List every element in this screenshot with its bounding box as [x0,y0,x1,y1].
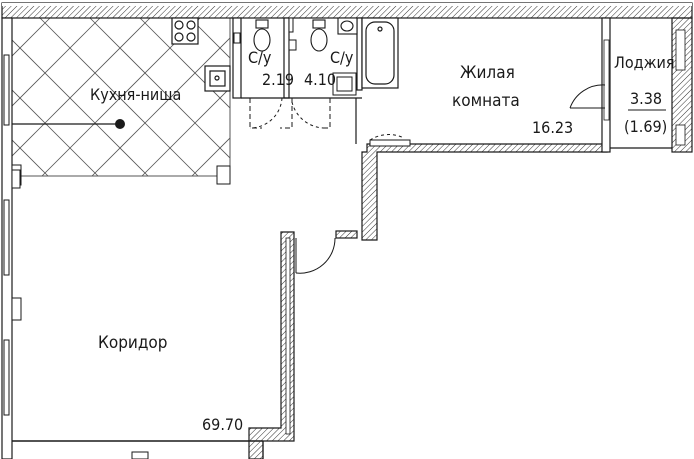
pipe-icon [233,17,297,51]
toilet-icon [253,19,271,52]
wc1-area: 2.19 [262,70,294,89]
toilet-icon [310,19,328,52]
exterior-wall-left [1,17,22,459]
loggia-wall [601,17,693,153]
exterior-wall-top [1,2,693,19]
washbasin-icon [337,17,358,35]
loggia-area-reduced: (1.69) [624,117,667,136]
wc2-name: С/у [330,48,354,67]
column-marker [11,165,231,189]
loggia-name: Лоджия [614,53,675,72]
kitchen-name: Кухня-ниша [90,85,181,104]
kitchen-leader-dot [115,119,125,129]
loggia-area: 3.38 [630,89,662,108]
bathroom-partitions [232,17,363,144]
living-room-bottom-wall [335,139,608,241]
living-name-line2: комната [452,91,520,111]
corridor-door-swing [295,237,336,274]
kitchen-tile-grid [12,18,230,176]
living-name-line1: Жилая [460,63,515,83]
bathroom-door-swings [249,97,405,141]
exterior-wall-bottom [12,440,264,459]
wc1-name: С/у [248,48,272,67]
stove-icon [171,17,199,45]
corridor-name: Коридор [98,333,168,353]
wc2-area: 4.10 [304,70,336,89]
corridor-right-wall [248,231,295,459]
corridor-area: 69.70 [202,415,243,434]
kitchen-sink-icon [204,65,231,92]
living-area: 16.23 [532,118,573,137]
bathtub-icon [361,17,399,89]
washing-machine-icon [332,72,357,96]
living-door-swing [569,84,606,109]
